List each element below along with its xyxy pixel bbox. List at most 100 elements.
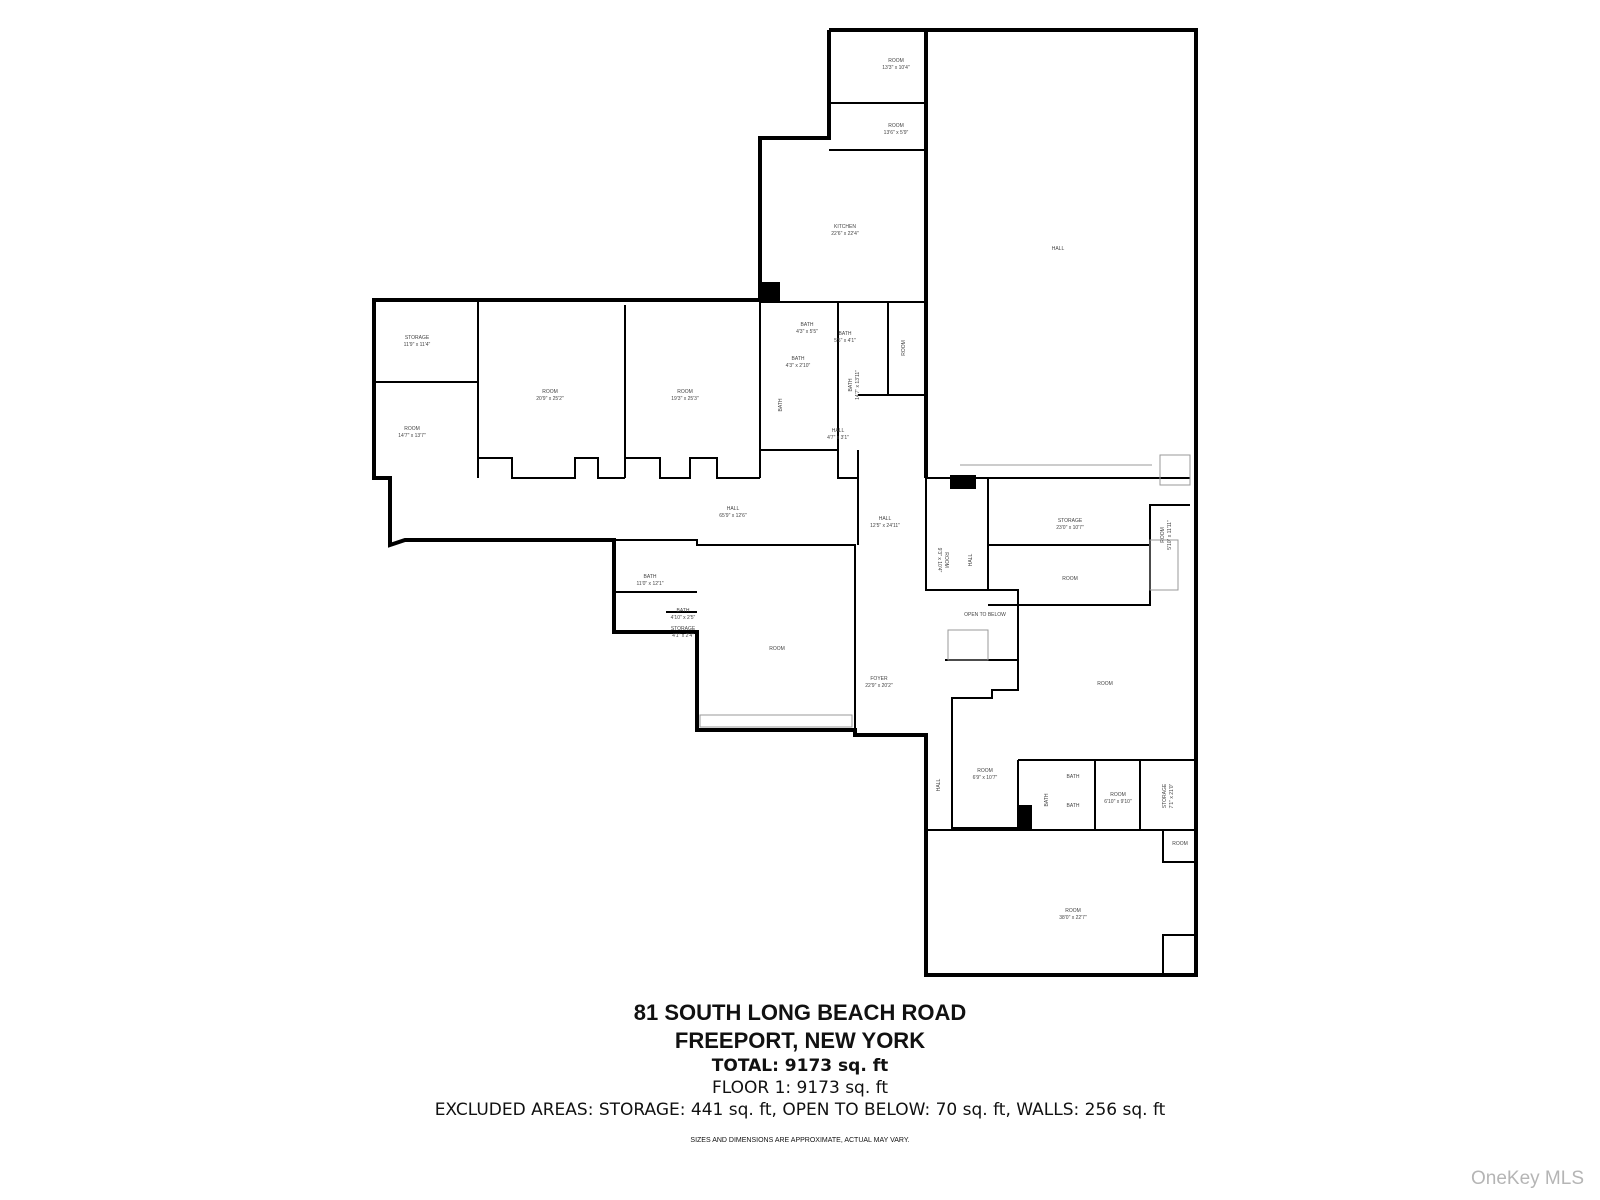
svg-text:ROOM: ROOM <box>769 646 785 652</box>
svg-text:5'5" x 4'1": 5'5" x 4'1" <box>834 338 856 344</box>
svg-text:BATH: BATH <box>848 378 854 391</box>
svg-text:HALL: HALL <box>968 554 974 567</box>
svg-text:19'3" x 25'3": 19'3" x 25'3" <box>671 396 699 402</box>
svg-text:5'10" x 11'11": 5'10" x 11'11" <box>1167 520 1173 550</box>
svg-text:ROOM: ROOM <box>1062 576 1078 582</box>
svg-text:12'5" x 24'11": 12'5" x 24'11" <box>870 523 900 529</box>
svg-text:4'3" x 2'10": 4'3" x 2'10" <box>786 363 811 369</box>
svg-text:13'6" x 5'9": 13'6" x 5'9" <box>884 130 909 136</box>
room-label: BATH <box>1067 774 1080 780</box>
svg-text:ROOM: ROOM <box>977 768 993 774</box>
room-label: ROOM <box>1172 841 1188 847</box>
room-label: ROOM <box>1062 576 1078 582</box>
svg-text:HALL: HALL <box>1052 246 1065 252</box>
excluded-areas: EXCLUDED AREAS: STORAGE: 441 sq. ft, OPE… <box>434 1100 1166 1120</box>
room-label: HALL <box>1052 246 1065 252</box>
room-label: BATH <box>1067 803 1080 809</box>
svg-text:HALL: HALL <box>727 506 740 512</box>
svg-text:HALL: HALL <box>832 428 845 434</box>
svg-text:ROOM: ROOM <box>1065 908 1081 914</box>
svg-text:ROOM: ROOM <box>901 340 907 356</box>
svg-text:ROOM: ROOM <box>404 426 420 432</box>
svg-text:65'9" x 12'6": 65'9" x 12'6" <box>719 513 747 519</box>
svg-text:22'6" x 22'4": 22'6" x 22'4" <box>831 231 859 237</box>
svg-text:BATH: BATH <box>1044 793 1050 806</box>
room-label: BATH <box>778 398 784 411</box>
interior-walls <box>374 30 1196 975</box>
svg-text:22'9" x 20'2": 22'9" x 20'2" <box>865 683 893 689</box>
svg-text:4'10" x 2'5": 4'10" x 2'5" <box>671 615 696 621</box>
svg-text:HALL: HALL <box>879 516 892 522</box>
room-label: HALL <box>936 779 942 792</box>
svg-text:4'3" x 5'5": 4'3" x 5'5" <box>796 329 818 335</box>
svg-text:ROOM: ROOM <box>1172 841 1188 847</box>
svg-text:20'9" x 25'2": 20'9" x 25'2" <box>536 396 564 402</box>
svg-text:STORAGE: STORAGE <box>1162 783 1168 808</box>
address-title: 81 SOUTH LONG BEACH ROAD <box>633 1000 967 1025</box>
svg-text:ROOM: ROOM <box>943 552 949 568</box>
svg-text:ROOM: ROOM <box>542 389 558 395</box>
svg-text:7'1" x 21'0": 7'1" x 21'0" <box>1169 783 1175 808</box>
room-label: ROOM <box>1097 681 1113 687</box>
room-label: OPEN TO BELOW <box>964 612 1006 618</box>
svg-text:14'7" x 13'7": 14'7" x 13'7" <box>398 433 426 439</box>
svg-text:14'7" x 13'11": 14'7" x 13'11" <box>855 370 861 400</box>
svg-text:BATH: BATH <box>1067 774 1080 780</box>
city-title: FREEPORT, NEW YORK <box>674 1028 926 1053</box>
svg-text:ROOM: ROOM <box>1160 527 1166 543</box>
svg-text:OPEN TO BELOW: OPEN TO BELOW <box>964 612 1006 618</box>
svg-text:4'7" x 3'1": 4'7" x 3'1" <box>827 435 849 441</box>
svg-text:ROOM: ROOM <box>1097 681 1113 687</box>
svg-text:4'1" x 2'4": 4'1" x 2'4" <box>672 633 694 639</box>
svg-text:11'9" x 11'4": 11'9" x 11'4" <box>404 342 431 348</box>
svg-text:BATH: BATH <box>644 574 657 580</box>
svg-text:6'10" x 9'10": 6'10" x 9'10" <box>1104 799 1132 805</box>
svg-text:BATH: BATH <box>839 331 852 337</box>
svg-text:BATH: BATH <box>792 356 805 362</box>
svg-text:ROOM: ROOM <box>888 58 904 64</box>
svg-text:23'0" x 10'7": 23'0" x 10'7" <box>1056 525 1084 531</box>
svg-text:6'9" x 10'7": 6'9" x 10'7" <box>973 775 998 781</box>
watermark: OneKey MLS <box>1471 1168 1584 1189</box>
total-area: TOTAL: 9173 sq. ft <box>711 1056 889 1076</box>
svg-text:ROOM: ROOM <box>677 389 693 395</box>
svg-text:BATH: BATH <box>1067 803 1080 809</box>
svg-text:HALL: HALL <box>936 779 942 792</box>
svg-text:ROOM: ROOM <box>888 123 904 129</box>
svg-text:13'3" x 10'4": 13'3" x 10'4" <box>882 65 910 71</box>
svg-text:38'0" x 22'7": 38'0" x 22'7" <box>1059 915 1087 921</box>
svg-text:KITCHEN: KITCHEN <box>834 224 856 230</box>
svg-text:FOYER: FOYER <box>870 676 888 682</box>
room-label: HALL <box>968 554 974 567</box>
svg-text:9'3" x 10'4": 9'3" x 10'4" <box>936 548 942 573</box>
svg-text:STORAGE: STORAGE <box>671 626 696 632</box>
fixtures <box>699 454 1191 728</box>
room-label: ROOM <box>901 340 907 356</box>
svg-text:ROOM: ROOM <box>1110 792 1126 798</box>
